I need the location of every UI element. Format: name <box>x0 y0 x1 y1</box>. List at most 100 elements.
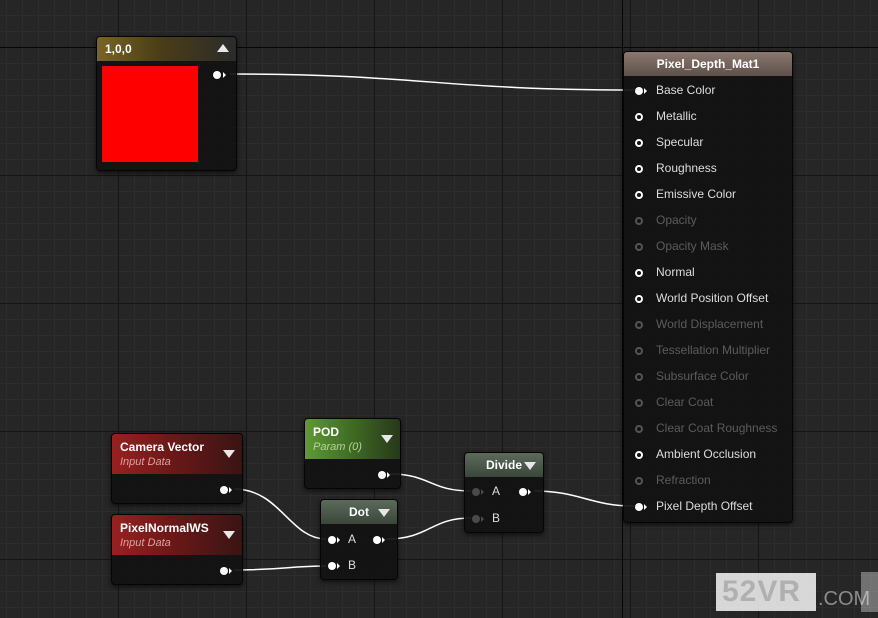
pin-arrow-icon <box>229 568 232 574</box>
input-label-tessellation-multiplier: Tessellation Multiplier <box>656 343 771 357</box>
divide-title: Divide <box>485 458 522 472</box>
dot-header[interactable]: Dot <box>321 500 397 524</box>
pin-arrow-icon <box>481 489 484 495</box>
input-pin-normal[interactable] <box>635 269 643 277</box>
pin-arrow-icon <box>644 504 647 510</box>
pod-title: POD <box>313 425 340 439</box>
input-pin-tessellation-multiplier <box>635 347 643 355</box>
input-pin-world-displacement <box>635 321 643 329</box>
input-pin-clear-coat-roughness <box>635 425 643 433</box>
camera-vector-output-pin[interactable] <box>220 486 228 494</box>
wire-pod-to-divide-a <box>389 473 472 492</box>
pin-arrow-icon <box>481 516 484 522</box>
input-pin-emissive-color[interactable] <box>635 191 643 199</box>
dot-title: Dot <box>349 505 369 519</box>
collapse-down-icon[interactable] <box>223 531 235 539</box>
pin-arrow-icon <box>337 537 340 543</box>
dot-input-a-pin[interactable] <box>328 536 336 544</box>
input-label-opacity: Opacity <box>656 213 697 227</box>
pin-arrow-icon <box>223 72 226 78</box>
pixel-normal-node[interactable]: PixelNormalWS Input Data <box>111 514 243 585</box>
input-label-base-color: Base Color <box>656 83 716 97</box>
pixel-normal-subtitle: Input Data <box>120 537 171 549</box>
collapse-up-icon[interactable] <box>217 44 229 52</box>
input-label-metallic: Metallic <box>656 109 697 123</box>
input-label-roughness: Roughness <box>656 161 717 175</box>
wire-divide-to-pixel-depth-offset <box>533 490 635 507</box>
pixel-normal-output-pin[interactable] <box>220 567 228 575</box>
collapse-down-icon[interactable] <box>223 450 235 458</box>
dot-input-b-pin[interactable] <box>328 562 336 570</box>
material-header[interactable]: Pixel_Depth_Mat1 <box>624 52 792 76</box>
input-label-world-displacement: World Displacement <box>656 317 764 331</box>
divide-input-a-pin[interactable] <box>472 488 480 496</box>
pod-output-pin[interactable] <box>378 471 386 479</box>
input-label-clear-coat-roughness: Clear Coat Roughness <box>656 421 778 435</box>
dot-output-pin[interactable] <box>373 536 381 544</box>
input-label-clear-coat: Clear Coat <box>656 395 714 409</box>
input-label-pixel-depth-offset: Pixel Depth Offset <box>656 499 753 513</box>
camera-vector-subtitle: Input Data <box>120 456 171 468</box>
input-pin-base-color[interactable] <box>635 87 643 95</box>
grid-origin-vertical <box>622 0 623 618</box>
input-label-opacity-mask: Opacity Mask <box>656 239 729 253</box>
input-label-specular: Specular <box>656 135 704 149</box>
input-label-normal: Normal <box>656 265 695 279</box>
divide-input-a-label: A <box>492 484 501 498</box>
constant-vector-title: 1,0,0 <box>105 42 132 56</box>
input-label-ambient-occlusion: Ambient Occlusion <box>656 447 757 461</box>
constant-output-pin[interactable] <box>213 71 221 79</box>
watermark-tail <box>861 572 878 612</box>
pod-subtitle: Param (0) <box>313 441 362 453</box>
divide-input-b-label: B <box>492 511 501 525</box>
watermark-logo-text: 52VR <box>722 575 802 608</box>
constant-vector-node[interactable]: 1,0,0 <box>96 36 237 171</box>
input-pin-refraction <box>635 477 643 485</box>
grid-origin-horizontal <box>0 47 878 48</box>
dot-input-b-label: B <box>348 558 357 572</box>
divide-node[interactable]: Divide A B <box>464 452 544 533</box>
input-pin-opacity-mask <box>635 243 643 251</box>
wire-camera-to-dot-a <box>233 488 327 540</box>
camera-vector-title: Camera Vector <box>120 440 205 454</box>
input-pin-pixel-depth-offset[interactable] <box>635 503 643 511</box>
pin-arrow-icon <box>387 472 390 478</box>
camera-vector-node[interactable]: Camera Vector Input Data <box>111 433 243 504</box>
input-label-subsurface-color: Subsurface Color <box>656 369 749 383</box>
divide-header[interactable]: Divide <box>465 453 543 477</box>
collapse-down-icon[interactable] <box>381 435 393 443</box>
input-pin-metallic[interactable] <box>635 113 643 121</box>
input-pin-world-position-offset[interactable] <box>635 295 643 303</box>
wire-dot-to-divide-b <box>385 517 472 540</box>
divide-output-pin[interactable] <box>519 488 527 496</box>
dot-input-a-label: A <box>348 532 357 546</box>
collapse-down-icon[interactable] <box>378 509 390 517</box>
divide-input-b-pin[interactable] <box>472 515 480 523</box>
material-title: Pixel_Depth_Mat1 <box>656 57 760 71</box>
material-result-node[interactable]: Pixel_Depth_Mat1 Base Color Metallic Spe… <box>623 51 793 523</box>
input-pin-ambient-occlusion[interactable] <box>635 451 643 459</box>
input-label-world-position-offset: World Position Offset <box>656 291 769 305</box>
pin-arrow-icon <box>229 487 232 493</box>
pod-param-node[interactable]: POD Param (0) <box>304 418 401 489</box>
collapse-down-icon[interactable] <box>524 462 536 470</box>
input-label-emissive-color: Emissive Color <box>656 187 737 201</box>
pin-arrow-icon <box>528 489 531 495</box>
pod-header[interactable]: POD Param (0) <box>305 419 400 459</box>
camera-vector-header[interactable]: Camera Vector Input Data <box>112 434 242 474</box>
wire-normal-to-dot-b <box>233 565 327 571</box>
pin-arrow-icon <box>644 88 647 94</box>
pin-arrow-icon <box>337 563 340 569</box>
dot-node[interactable]: Dot A B <box>320 499 398 580</box>
watermark-box <box>716 573 816 611</box>
pin-arrow-icon <box>382 537 385 543</box>
input-pin-specular[interactable] <box>635 139 643 147</box>
watermark-domain: .COM <box>818 588 871 610</box>
input-label-refraction: Refraction <box>656 473 711 487</box>
constant-vector-header[interactable]: 1,0,0 <box>97 37 236 61</box>
input-pin-roughness[interactable] <box>635 165 643 173</box>
wire-constant-to-base-color <box>229 73 635 91</box>
pixel-normal-header[interactable]: PixelNormalWS Input Data <box>112 515 242 555</box>
pixel-normal-title: PixelNormalWS <box>120 521 209 535</box>
input-pin-opacity <box>635 217 643 225</box>
